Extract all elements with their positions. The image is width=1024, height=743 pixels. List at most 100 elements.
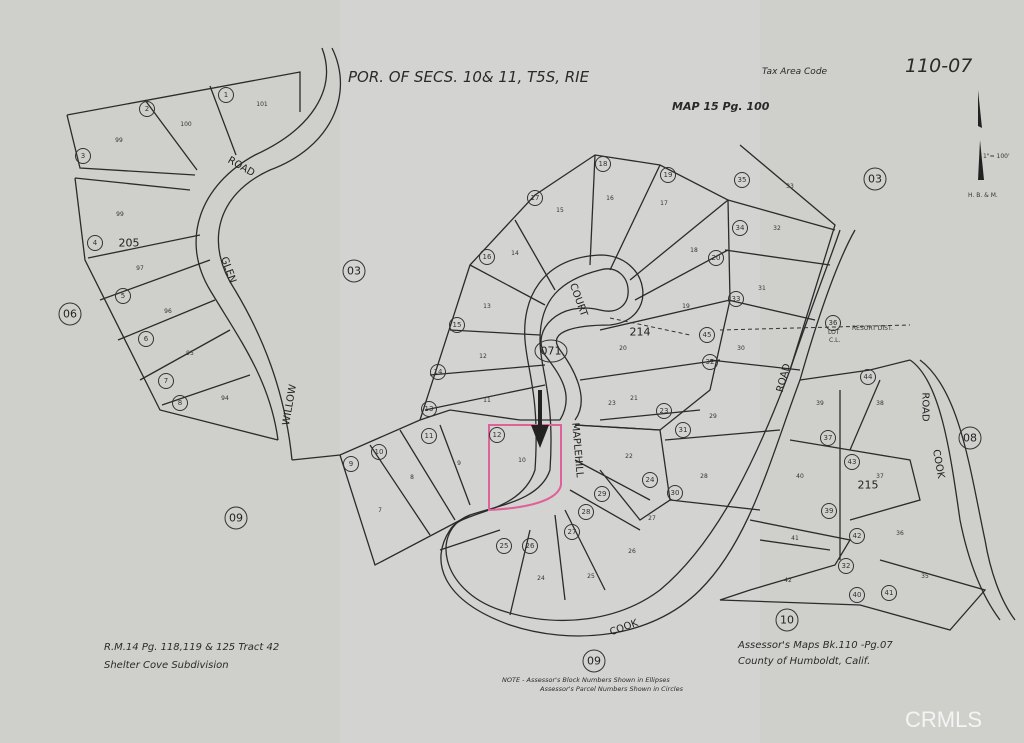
block-number: 10 [775, 608, 799, 632]
county-label: County of Humboldt, Calif. [738, 656, 870, 667]
parcel-number: 29 [594, 486, 610, 502]
lot-number: 22 [625, 453, 633, 460]
svg-text:03: 03 [347, 265, 361, 278]
parcel-number: 34 [732, 220, 748, 236]
lot-number: 29 [709, 413, 717, 420]
lot-number: 101 [256, 101, 268, 108]
svg-text:26: 26 [526, 542, 535, 550]
parcel-number: 3 [75, 148, 91, 164]
parcel-number: 25 [496, 538, 512, 554]
scale-label: 1"= 100' [983, 153, 1010, 160]
svg-text:1: 1 [224, 91, 228, 99]
lot-number: 16 [606, 195, 614, 202]
parcel-number: 7 [158, 373, 174, 389]
lot-number: 15 [556, 207, 564, 214]
parcel-number: 43 [844, 454, 860, 470]
lot-number: 21 [630, 395, 638, 402]
svg-text:36: 36 [829, 319, 838, 327]
parcel-number: 6 [138, 331, 154, 347]
parcel-number: 9 [343, 456, 359, 472]
svg-text:39: 39 [825, 507, 834, 515]
lot-number: 11 [483, 397, 491, 404]
svg-text:24: 24 [646, 476, 655, 484]
svg-text:11: 11 [425, 432, 434, 440]
lot-number: 41 [791, 535, 799, 542]
svg-text:30: 30 [671, 489, 680, 497]
block-number: 03 [342, 259, 366, 283]
lot-number: 35 [921, 573, 929, 580]
svg-text:215: 215 [858, 479, 879, 492]
svg-text:27: 27 [568, 528, 577, 536]
parcel-number: 20 [708, 250, 724, 266]
lot-number: 18 [690, 247, 698, 254]
map-title: POR. OF SECS. 10& 11, T5S, RIE [348, 68, 590, 86]
parcel-number: 14 [430, 364, 446, 380]
lot-number: 99 [116, 211, 124, 218]
svg-text:205: 205 [119, 237, 140, 250]
parcel-number: 27 [564, 524, 580, 540]
subject-arrow-icon [531, 390, 549, 448]
parcel-number: 39 [821, 503, 837, 519]
svg-text:13: 13 [425, 405, 434, 413]
svg-text:32: 32 [842, 562, 851, 570]
parcel-number: 17 [527, 190, 543, 206]
parcel-number: 16 [479, 249, 495, 265]
parcel-boundaries [66, 47, 1016, 637]
parcel-number: 24 [642, 472, 658, 488]
lot-number: 7 [378, 507, 382, 514]
lot-number: 14 [511, 250, 519, 257]
svg-text:7: 7 [164, 377, 168, 385]
parcel-number: 35 [734, 172, 750, 188]
svg-text:5: 5 [121, 292, 125, 300]
svg-text:19: 19 [664, 171, 673, 179]
parcel-number: 32 [838, 558, 854, 574]
parcel-number: 40 [849, 587, 865, 603]
block-number: 071 [534, 339, 568, 363]
lot-number: 100 [180, 121, 192, 128]
svg-text:12: 12 [493, 431, 502, 439]
lot-number: 24 [537, 575, 545, 582]
assessor-book-reference: Assessor's Maps Bk.110 -Pg.07 [737, 640, 893, 651]
lot-number: 30 [737, 345, 745, 352]
parcel-number: 44 [860, 369, 876, 385]
block-number: 06 [58, 302, 82, 326]
lot-number: 10 [518, 457, 526, 464]
cl-label: C.L. [829, 337, 840, 344]
svg-text:18: 18 [599, 160, 608, 168]
subdivision-name: Shelter Cove Subdivision [104, 660, 229, 671]
parcel-number: 5 [115, 288, 131, 304]
svg-text:03: 03 [868, 173, 882, 186]
svg-text:29: 29 [598, 490, 607, 498]
parcel-number: 19 [660, 167, 676, 183]
svg-text:33: 33 [732, 295, 741, 303]
lot-number: 31 [758, 285, 766, 292]
lot-number: 97 [136, 265, 144, 272]
svg-text:28: 28 [582, 508, 591, 516]
parcel-number: 8 [172, 395, 188, 411]
parcel-number: 33 [728, 291, 744, 307]
parcel-number: 37 [820, 430, 836, 446]
svg-text:071: 071 [541, 345, 562, 358]
lot-number: 27 [648, 515, 656, 522]
record-map-reference: R.M.14 Pg. 118,119 & 125 Tract 42 [104, 642, 279, 653]
parcel-number: 4 [87, 235, 103, 251]
svg-text:6: 6 [144, 335, 149, 343]
parcel-number: 2 [139, 101, 155, 117]
subject-parcel-highlight [488, 424, 562, 512]
lot-number: 9 [457, 460, 461, 467]
svg-text:10: 10 [780, 614, 794, 627]
svg-text:45: 45 [703, 331, 712, 339]
road-label: MAPLEHILL [569, 422, 585, 478]
paper-fold [340, 0, 760, 743]
svg-text:20: 20 [712, 254, 721, 262]
parcel-number: 26 [522, 538, 538, 554]
svg-text:35: 35 [738, 176, 747, 184]
block-number: 214 [630, 326, 651, 339]
lot-number: 36 [896, 530, 904, 537]
lot-number: 39 [816, 400, 824, 407]
parcel-number: 30 [667, 485, 683, 501]
svg-text:42: 42 [853, 532, 862, 540]
block-number: 09 [582, 649, 606, 673]
parcel-number: 28 [578, 504, 594, 520]
